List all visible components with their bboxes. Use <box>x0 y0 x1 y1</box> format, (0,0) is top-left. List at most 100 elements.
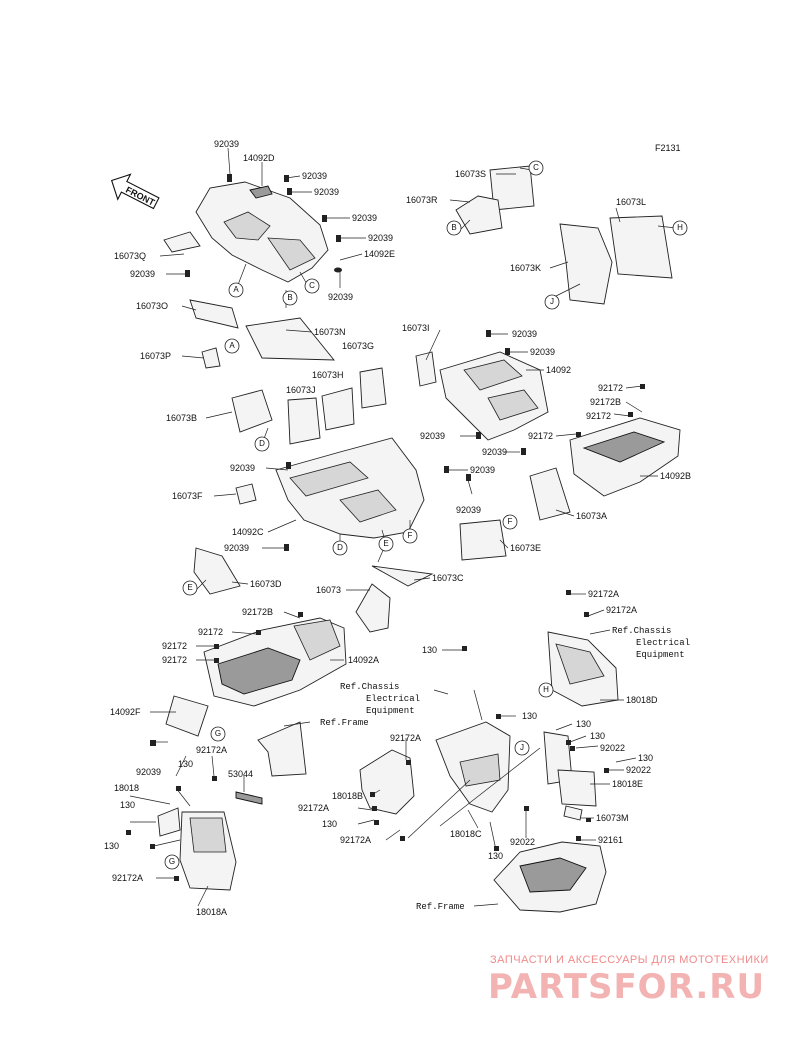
callout-g-2: G <box>164 854 180 870</box>
part-label: 130 <box>422 645 437 655</box>
ref-label: Ref.Chassis <box>340 682 399 692</box>
ref-label: Electrical <box>636 638 690 648</box>
part-label: 92039 <box>224 543 249 553</box>
svg-text:D: D <box>337 543 343 552</box>
part-label: 130 <box>322 819 337 829</box>
part-label: 16073S <box>455 169 486 179</box>
callout-j-1: J <box>544 294 560 310</box>
svg-text:J: J <box>520 743 524 752</box>
callout-a-2: A <box>224 338 240 354</box>
svg-text:A: A <box>229 341 235 350</box>
part-label: 18018A <box>196 907 227 917</box>
part-label: 53044 <box>228 769 253 779</box>
part-label: 14092C <box>232 527 264 537</box>
callout-c-1: C <box>304 278 320 294</box>
part-label: 16073M <box>596 813 629 823</box>
part-label: 92172 <box>198 627 223 637</box>
part-label: 18018C <box>450 829 482 839</box>
svg-text:J: J <box>550 297 554 306</box>
callout-c-2: C <box>528 160 544 176</box>
callout-a-1: A <box>228 282 244 298</box>
part-label: 92039 <box>230 463 255 473</box>
part-label: 16073E <box>510 543 541 553</box>
part-label: 14092D <box>243 153 275 163</box>
svg-text:C: C <box>309 281 315 290</box>
svg-text:H: H <box>677 223 683 232</box>
svg-text:D: D <box>259 439 265 448</box>
svg-text:B: B <box>451 223 456 232</box>
part-label: 16073N <box>314 327 346 337</box>
callout-d-1: D <box>254 436 270 452</box>
part-label: 92039 <box>512 329 537 339</box>
callout-b-1: B <box>282 290 298 306</box>
part-label: 14092 <box>546 365 571 375</box>
svg-text:E: E <box>187 583 192 592</box>
svg-text:C: C <box>533 163 539 172</box>
leader-lines <box>129 147 677 907</box>
part-label: 92172A <box>340 835 371 845</box>
svg-text:G: G <box>215 729 221 738</box>
part-label: 18018E <box>612 779 643 789</box>
ref-label: Ref.Frame <box>320 718 369 728</box>
part-label: 92039 <box>302 171 327 181</box>
part-label: 14092B <box>660 471 691 481</box>
part-label: 130 <box>120 800 135 810</box>
callout-d-2: D <box>332 540 348 556</box>
part-label: 92039 <box>130 269 155 279</box>
part-label: 16073P <box>140 351 171 361</box>
callout-f-1: F <box>402 528 418 544</box>
part-label: 92039 <box>328 292 353 302</box>
part-label: 92039 <box>352 213 377 223</box>
callout-g-1: G <box>210 726 226 742</box>
part-label: 16073L <box>616 197 646 207</box>
part-label: 130 <box>178 759 193 769</box>
ref-label: Equipment <box>366 706 415 716</box>
part-label: 16073C <box>432 573 464 583</box>
part-label: 92039 <box>530 347 555 357</box>
part-label: 16073A <box>576 511 607 521</box>
part-label: 130 <box>638 753 653 763</box>
part-label: 16073 <box>316 585 341 595</box>
part-label: 16073B <box>166 413 197 423</box>
part-label: 92039 <box>470 465 495 475</box>
diagram-code: F2131 <box>655 143 681 153</box>
svg-text:G: G <box>169 857 175 866</box>
part-label: 14092E <box>364 249 395 259</box>
part-label: 16073Q <box>114 251 146 261</box>
part-label: 92172 <box>162 655 187 665</box>
part-label: 14092A <box>348 655 379 665</box>
part-label: 16073J <box>286 385 316 395</box>
svg-text:H: H <box>543 685 549 694</box>
part-label: 16073K <box>510 263 541 273</box>
part-label: 92172 <box>598 383 623 393</box>
part-label: 16073F <box>172 491 203 501</box>
watermark-tagline: ЗАПЧАСТИ И АКСЕССУАРЫ ДЛЯ МОТОТЕХНИКИ <box>490 954 769 966</box>
part-label: 18018 <box>114 783 139 793</box>
svg-text:B: B <box>287 293 292 302</box>
ref-label: Equipment <box>636 650 685 660</box>
part-label: 92022 <box>626 765 651 775</box>
part-label: 92172 <box>528 431 553 441</box>
part-label: 92022 <box>600 743 625 753</box>
part-label: 92172A <box>588 589 619 599</box>
ref-label: Ref.Chassis <box>612 626 671 636</box>
part-label: 14092F <box>110 707 141 717</box>
fastener-marks <box>126 174 645 881</box>
ref-label: Electrical <box>366 694 420 704</box>
front-arrow-icon: FRONT <box>110 173 160 210</box>
part-label: 16073G <box>342 341 374 351</box>
part-label: 92172 <box>586 411 611 421</box>
part-label: 92161 <box>598 835 623 845</box>
svg-text:F: F <box>508 517 513 526</box>
part-label: 92039 <box>314 187 339 197</box>
part-label: 92039 <box>368 233 393 243</box>
part-label: 130 <box>488 851 503 861</box>
part-label: 92172B <box>590 397 621 407</box>
part-label: 92039 <box>420 431 445 441</box>
part-label: 92022 <box>510 837 535 847</box>
part-labels: 92039 14092D 92039 92039 92039 92039 140… <box>104 139 691 917</box>
callout-e-2: E <box>182 580 198 596</box>
part-label: 92039 <box>456 505 481 515</box>
part-label: 92172A <box>298 803 329 813</box>
